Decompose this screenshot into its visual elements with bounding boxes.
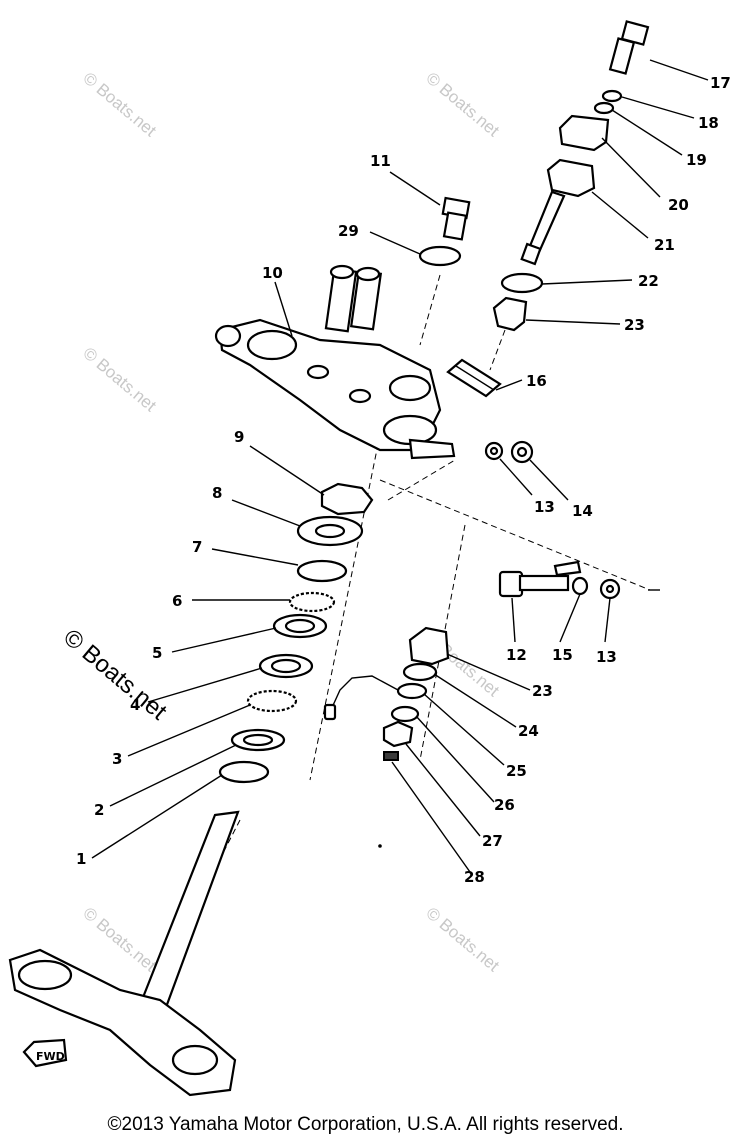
watermark: © Boats.net [58, 624, 172, 726]
part-6-bearing [288, 591, 336, 613]
part-27-nut [382, 720, 414, 748]
part-15-washer [571, 576, 589, 596]
part-19-washer [593, 101, 615, 115]
callout-16: 16 [526, 372, 547, 390]
callout-22: 22 [638, 272, 659, 290]
callouts: 17 18 19 20 21 22 23 16 11 29 10 9 13 14… [76, 74, 731, 886]
part-25-washer [396, 682, 428, 700]
part-3-bearing [246, 689, 298, 713]
callout-21: 21 [654, 236, 675, 254]
callout-26: 26 [494, 796, 515, 814]
leader-lines [91, 59, 709, 873]
callout-3: 3 [112, 750, 122, 768]
lower-bracket [8, 810, 240, 1097]
part-9-ring-nut [320, 482, 374, 516]
callout-5: 5 [152, 644, 162, 662]
callout-12: 12 [506, 646, 527, 664]
callout-17: 17 [710, 74, 731, 92]
part-1-seal [218, 760, 270, 784]
part-23-damper [408, 626, 450, 666]
part-20-holder-cap [558, 114, 610, 152]
part-22-washer [500, 272, 544, 294]
part-24-washer [402, 662, 438, 682]
cable [329, 675, 399, 713]
fwd-arrow: FWD [22, 1038, 68, 1068]
watermark: © Boats.net [79, 344, 160, 416]
part-11-bolt [441, 196, 471, 241]
callout-7: 7 [192, 538, 202, 556]
callout-27: 27 [482, 832, 503, 850]
part-17-bolt [608, 20, 650, 75]
callout-24: 24 [518, 722, 539, 740]
part-16-collar [446, 358, 502, 398]
callout-28: 28 [464, 868, 485, 886]
callout-23: 23 [624, 316, 645, 334]
watermark: © Boats.net [79, 904, 160, 976]
copyright-notice: ©2013 Yamaha Motor Corporation, U.S.A. A… [107, 1114, 624, 1135]
callout-15: 15 [552, 646, 573, 664]
part-28-cotter-pin [383, 751, 399, 761]
part-23-damper [492, 296, 528, 332]
callout-10: 10 [262, 264, 283, 282]
callout-4: 4 [130, 696, 140, 714]
watermark: © Boats.net [422, 904, 503, 976]
part-12-bolt [498, 570, 570, 598]
part-10-upper-bracket [214, 264, 456, 460]
callout-13: 13 [596, 648, 617, 666]
callout-6: 6 [172, 592, 182, 610]
callout-25: 25 [506, 762, 527, 780]
part-29-washer [418, 245, 462, 267]
watermark: © Boats.net [79, 69, 160, 141]
callout-19: 19 [686, 151, 707, 169]
watermarks: © Boats.net © Boats.net © Boats.net © Bo… [58, 69, 503, 976]
callout-20: 20 [668, 196, 689, 214]
callout-14: 14 [572, 502, 593, 520]
callout-8: 8 [212, 484, 222, 502]
callout-23: 23 [532, 682, 553, 700]
callout-11: 11 [370, 152, 391, 170]
dot [378, 844, 382, 848]
callout-29: 29 [338, 222, 359, 240]
callout-1: 1 [76, 850, 86, 868]
watermark: © Boats.net [422, 69, 503, 141]
part-7-race [296, 559, 348, 583]
part-18-washer [601, 89, 623, 103]
callout-18: 18 [698, 114, 719, 132]
part-26-washer [390, 705, 420, 723]
callout-13: 13 [534, 498, 555, 516]
fwd-label: FWD [36, 1050, 65, 1063]
callout-2: 2 [94, 801, 104, 819]
part-21-handlebar-holder [520, 158, 596, 266]
callout-9: 9 [234, 428, 244, 446]
